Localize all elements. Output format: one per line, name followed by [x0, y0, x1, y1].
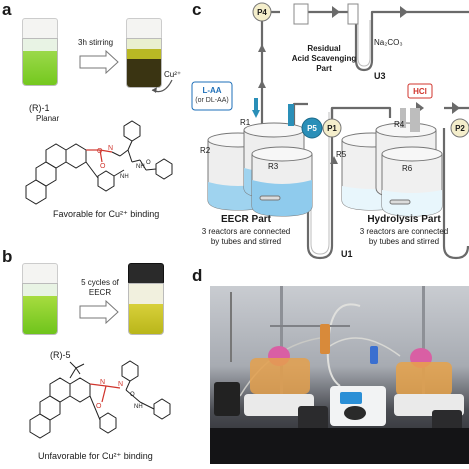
pump-p2-label: P2	[455, 124, 465, 133]
reagent-dlaa: (or DL-AA)	[195, 97, 229, 104]
reagent-hcl: HCl	[413, 87, 427, 96]
na2co3-label: Na₂CO₃	[374, 38, 403, 47]
svg-text:O: O	[96, 403, 102, 410]
pump-p5-label: P5	[307, 124, 317, 133]
svg-text:N: N	[118, 381, 123, 388]
reactor-r3-label: R3	[268, 162, 279, 171]
reactor-r6-label: R6	[402, 164, 413, 173]
pump-p1	[322, 118, 342, 138]
svg-text:O: O	[130, 392, 135, 398]
hydrolysis-sub-1: 3 reactors are connected	[359, 227, 449, 236]
planar-label: Planar	[36, 114, 60, 123]
eecr-sub-1: 3 reactors are connected	[201, 227, 291, 236]
eecr-cycle-arrow	[79, 299, 119, 325]
svg-text:O: O	[100, 163, 106, 170]
compound-r5-label: (R)-5	[50, 350, 71, 360]
residual-label-3: Part	[316, 64, 332, 73]
panel-b-label: b	[2, 247, 13, 266]
stirring-text: 3h stirring	[78, 38, 114, 47]
panel-d-label: d	[192, 266, 203, 285]
pump-p4-label: P4	[257, 8, 267, 17]
hydrolysis-title: Hydrolysis Part	[367, 214, 441, 225]
structure-r1: O N O NH O NH	[25, 120, 173, 205]
vial-green-b	[18, 263, 60, 335]
eecr-cycle-text-1: 5 cycles of	[81, 278, 119, 287]
reagent-laa: L-AA	[202, 86, 222, 95]
structure-r5: N N O O NH	[29, 360, 171, 439]
compound-r1-label: (R)-1	[29, 103, 50, 113]
tube-u1-label: U1	[341, 249, 353, 259]
pump-p2	[450, 118, 469, 138]
pump-p1-label: P1	[327, 124, 337, 133]
residual-label-2: Acid Scavenging	[291, 54, 357, 63]
stirring-arrow	[79, 49, 119, 75]
reactor-r6	[381, 146, 443, 217]
residual-label-1: Residual	[307, 44, 341, 53]
reactor-r4-label: R4	[394, 120, 405, 129]
caption-favorable: Favorable for Cu²⁺ binding	[53, 209, 160, 219]
reactor-r3	[251, 146, 313, 217]
vial-dark-after	[122, 18, 164, 88]
cu-curved-arrow	[151, 79, 173, 93]
eecr-cycle-text-2: EECR	[88, 288, 112, 297]
vial-green-before	[18, 18, 60, 86]
svg-text:N: N	[100, 379, 105, 386]
svg-text:N: N	[108, 145, 113, 152]
svg-text:O: O	[97, 148, 103, 155]
caption-unfavorable: Unfavorable for Cu²⁺ binding	[38, 451, 153, 461]
reactor-r5-label: R5	[336, 150, 347, 159]
hydrolysis-sub-2: by tubes and stirred	[368, 237, 440, 246]
vial-yellow-b	[124, 263, 166, 335]
reactor-r1-label: R1	[240, 118, 251, 127]
panel-a-label: a	[2, 0, 12, 19]
panel-c-label: c	[192, 0, 202, 19]
eecr-title: EECR Part	[220, 214, 271, 225]
tube-u3-label: U3	[374, 71, 386, 81]
reactor-r2-label: R2	[200, 146, 211, 155]
cu-label: Cu²⁺	[164, 70, 182, 79]
eecr-sub-2: by tubes and stirred	[210, 237, 282, 246]
pump-p5	[301, 117, 323, 139]
svg-text:NH: NH	[136, 164, 145, 170]
svg-text:O: O	[146, 160, 151, 166]
svg-text:NH: NH	[120, 174, 129, 180]
pump-p4	[252, 2, 272, 22]
svg-text:NH: NH	[134, 404, 143, 410]
apparatus-photo	[210, 286, 469, 464]
flow-diagram	[191, 2, 469, 260]
